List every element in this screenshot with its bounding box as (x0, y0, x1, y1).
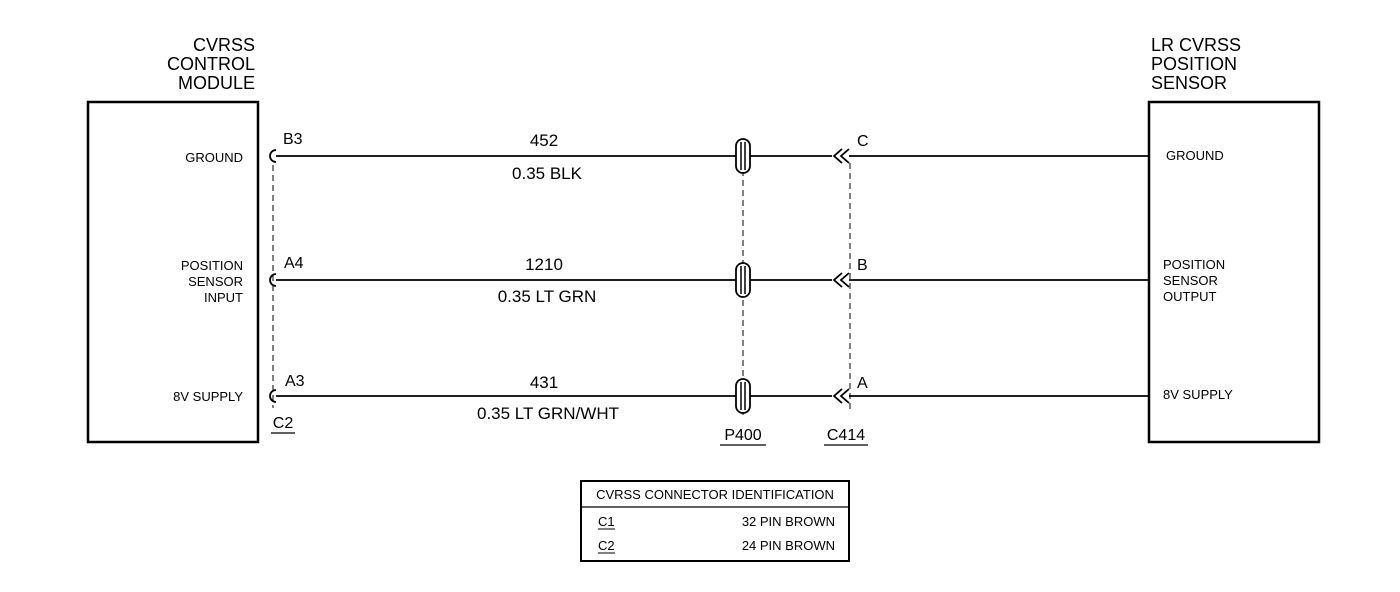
left-pin-a4: A4 (284, 255, 304, 272)
p400-splice-position (735, 262, 751, 298)
connector-c414-label: C414 (827, 427, 865, 444)
position-sensor-title-line-2: POSITION (1151, 54, 1237, 74)
position-sensor-title-line-3: SENSOR (1151, 73, 1227, 93)
connector-table-row-2-desc: 24 PIN BROWN (742, 538, 835, 553)
right-pin-c: C (857, 133, 869, 150)
position-sensor-title-line-1: LR CVRSS (1151, 35, 1241, 55)
control-module-title-line-1: CVRSS (193, 35, 255, 55)
connector-table-row-1-desc: 32 PIN BROWN (742, 514, 835, 529)
p400-splice-ground (735, 138, 751, 174)
left-pin-a3: A3 (285, 373, 305, 390)
control-module-position-label-1: POSITION (181, 258, 243, 273)
left-pin-b3: B3 (283, 131, 303, 148)
wire-color-ground: 0.35 BLK (512, 164, 583, 183)
position-sensor-position-label-1: POSITION (1163, 257, 1225, 272)
right-pin-b: B (857, 257, 868, 274)
position-sensor-box (1147, 100, 1321, 444)
right-pin-a: A (857, 375, 868, 392)
control-module-position-label-3: INPUT (204, 290, 243, 305)
c2-terminal-a3 (269, 389, 277, 403)
wire-supply (269, 378, 1149, 414)
c2-terminal-a4 (269, 273, 277, 287)
position-sensor-ground-label: GROUND (1166, 148, 1224, 163)
connector-table-row-1-id: C1 (598, 514, 615, 529)
c414-terminal-c (832, 148, 850, 164)
position-sensor-supply-label: 8V SUPPLY (1163, 387, 1233, 402)
position-sensor-position-label-3: OUTPUT (1163, 289, 1217, 304)
connector-table-row-2-id: C2 (598, 538, 615, 553)
position-sensor: LR CVRSS POSITION SENSOR GROUND POSITION… (1147, 35, 1321, 444)
connector-identification-table: CVRSS CONNECTOR IDENTIFICATION C1 32 PIN… (580, 480, 850, 562)
circuit-number-supply: 431 (530, 373, 558, 392)
wire-position (269, 262, 1149, 298)
control-module: CVRSS CONTROL MODULE GROUND POSITION SEN… (86, 35, 260, 444)
circuit-number-ground: 452 (530, 131, 558, 150)
control-module-ground-label: GROUND (185, 150, 243, 165)
wire-color-position: 0.35 LT GRN (498, 287, 597, 306)
connector-table-title: CVRSS CONNECTOR IDENTIFICATION (596, 487, 834, 502)
control-module-position-label-2: SENSOR (188, 274, 243, 289)
c414-terminal-b (832, 272, 850, 288)
connector-table-outer (580, 480, 850, 562)
c2-terminal-b3 (269, 149, 277, 163)
connector-c2-label: C2 (273, 415, 294, 432)
control-module-title-line-2: CONTROL (167, 54, 255, 74)
connector-p400-label: P400 (724, 427, 761, 444)
wire-color-supply: 0.35 LT GRN/WHT (477, 404, 619, 423)
control-module-supply-label: 8V SUPPLY (173, 389, 243, 404)
control-module-box (86, 100, 260, 444)
position-sensor-position-label-2: SENSOR (1163, 273, 1218, 288)
p400-splice-supply (735, 378, 751, 414)
c414-terminal-a (832, 388, 850, 404)
circuit-number-position: 1210 (525, 255, 563, 274)
wire-ground (269, 138, 1149, 174)
control-module-title-line-3: MODULE (178, 73, 255, 93)
